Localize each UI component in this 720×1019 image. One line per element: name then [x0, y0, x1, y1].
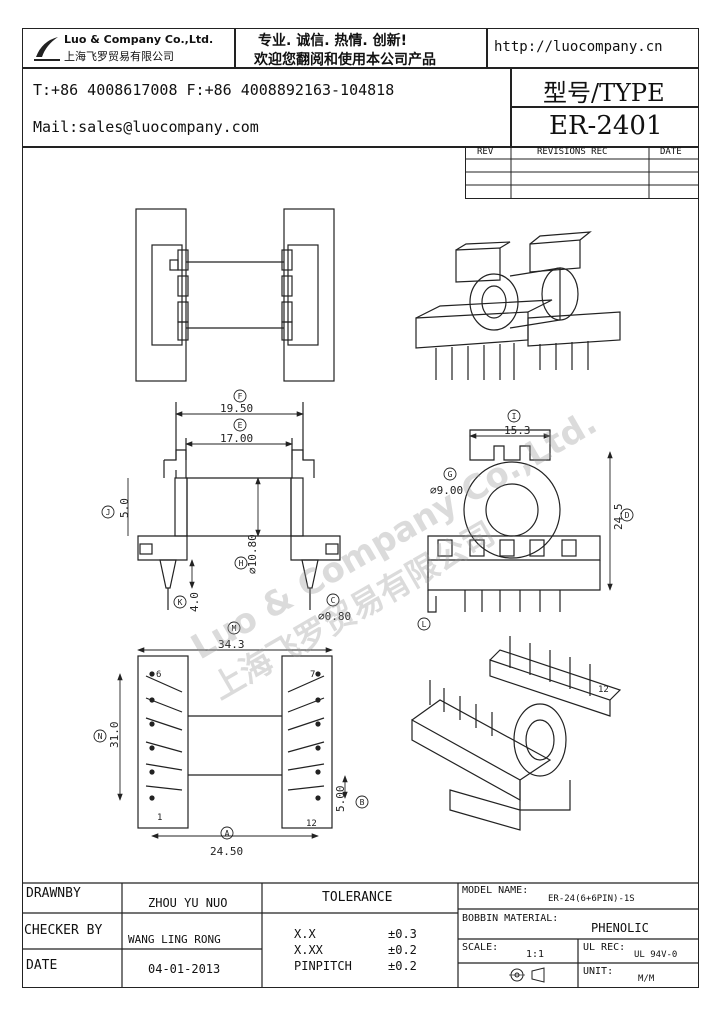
bottom-view: [137, 655, 333, 829]
marker-h: H: [239, 559, 244, 568]
bobbin-value: PHENOLIC: [591, 921, 649, 935]
pin-7-label: 7: [310, 670, 315, 680]
scale-value: 1:1: [526, 949, 545, 960]
dim-m-value: 34.3: [218, 638, 245, 651]
marker-d: D: [625, 511, 630, 520]
dim-e-value: 17.00: [220, 432, 253, 445]
tol-xxx-value: ±0.2: [388, 943, 417, 957]
pin-6-label: 6: [156, 670, 161, 680]
date-value: 04-01-2013: [148, 962, 221, 976]
slogan-line-1: 专业. 诚信. 热情. 创新!: [258, 33, 407, 49]
tol-pinpitch-value: ±0.2: [388, 959, 417, 973]
pin-12-iso-label: 12: [598, 685, 609, 695]
isometric-view-bottom: [411, 636, 622, 831]
header-bottom-line: [22, 146, 699, 148]
checker-label: CHECKER BY: [24, 923, 103, 938]
pin-1-label: 1: [157, 813, 162, 823]
company-name-en: Luo & Company Co.,Ltd.: [64, 33, 214, 46]
side-view: [427, 429, 601, 613]
marker-k: K: [178, 598, 183, 607]
marker-g: G: [448, 470, 453, 479]
drawnby-label: DRAWNBY: [26, 886, 81, 901]
dim-c-value: ⌀0.80: [318, 610, 351, 623]
dim-j-value: 5.0: [118, 498, 131, 518]
dim-a-value: 24.50: [210, 845, 243, 858]
marker-i: I: [512, 412, 517, 421]
model-name-value: ER-24(6+6PIN)-1S: [548, 894, 635, 904]
slogan-line-2: 欢迎您翻阅和使用本公司产品: [254, 52, 436, 68]
marker-e: E: [238, 421, 243, 430]
front-view: [137, 402, 341, 610]
dim-k-value: 4.0: [188, 592, 201, 612]
dim-f-value: 19.50: [220, 402, 253, 415]
marker-m: M: [232, 624, 237, 633]
model-name-label: MODEL NAME:: [462, 885, 529, 896]
scale-label: SCALE:: [462, 942, 499, 953]
dim-b-value: 5.00: [334, 786, 347, 813]
marker-c: C: [331, 596, 336, 605]
marker-j: J: [106, 508, 111, 517]
isometric-view-top: [415, 231, 621, 380]
tol-xxx-key: X.XX: [294, 943, 323, 957]
type-divider-h: [510, 106, 699, 108]
unit-value: M/M: [638, 974, 655, 984]
pin-12-label: 12: [306, 819, 317, 829]
rev-header: REV: [477, 147, 494, 157]
mail-text: Mail:sales@luocompany.com: [33, 118, 259, 136]
date-header: DATE: [660, 147, 682, 157]
projection-icon: [508, 966, 548, 988]
dimension-markers: [93, 389, 634, 840]
website-text: http://luocompany.cn: [494, 39, 663, 55]
tol-pinpitch-key: PINPITCH: [294, 959, 352, 973]
revisions-rec-header: REVISIONS REC: [537, 147, 608, 157]
header-divider-1: [234, 28, 236, 68]
type-label: 型号/TYPE: [543, 79, 665, 107]
header-line: [22, 67, 699, 69]
dim-i-value: 15.3: [504, 424, 531, 437]
ulrec-value: UL 94V-0: [634, 950, 678, 960]
top-view: [135, 208, 335, 382]
bobbin-label: BOBBIN MATERIAL:: [462, 913, 559, 924]
marker-b: B: [360, 798, 365, 807]
dim-n-value: 31.0: [108, 722, 121, 749]
ulrec-label: UL REC:: [583, 942, 626, 953]
checker-value: WANG LING RONG: [128, 933, 221, 946]
marker-f: F: [238, 392, 243, 401]
header-divider-2: [486, 28, 488, 68]
revisions-table: REV REVISIONS REC DATE: [465, 146, 699, 199]
unit-label: UNIT:: [583, 966, 614, 977]
dimension-lines: [117, 411, 613, 839]
dim-h-value: ⌀10.80: [246, 534, 259, 574]
tol-xx-key: X.X: [294, 927, 316, 941]
marker-a: A: [225, 829, 230, 838]
dim-d-value: 24.5: [612, 504, 625, 531]
model-number: ER-2401: [549, 111, 663, 141]
drawing-frame: [22, 28, 699, 988]
dim-g-value: ⌀9.00: [430, 484, 463, 497]
drawnby-value: ZHOU YU NUO: [148, 896, 228, 910]
marker-n: N: [98, 732, 103, 741]
tolerance-label: TOLERANCE: [322, 890, 393, 905]
date-label: DATE: [26, 958, 58, 973]
phone-fax-text: T:+86 4008617008 F:+86 4008892163-104818: [33, 81, 395, 99]
marker-l: L: [422, 620, 427, 629]
tol-xx-value: ±0.3: [388, 927, 417, 941]
header-logo: Luo & Company Co.,Ltd. 上海飞罗贸易有限公司: [24, 30, 234, 66]
company-logo-icon: [34, 37, 60, 61]
company-name-cn: 上海飞罗贸易有限公司: [64, 50, 174, 63]
